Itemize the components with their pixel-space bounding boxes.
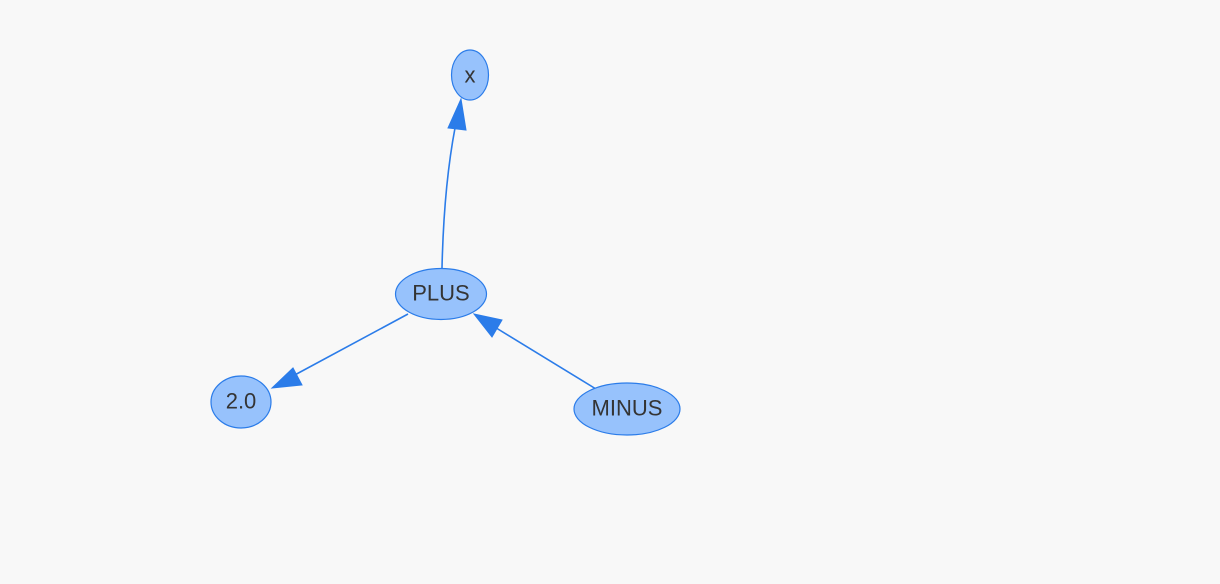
node-plus[interactable]: PLUS	[394, 267, 488, 321]
arrow-head-icon	[270, 367, 303, 389]
node-x[interactable]: x	[450, 49, 490, 101]
edge-line	[290, 313, 409, 378]
nodes-layer: x PLUS 2.0 MINUS	[210, 49, 681, 436]
edges-layer	[270, 97, 597, 390]
node-minus-shape[interactable]	[573, 382, 681, 436]
arrow-head-icon	[447, 97, 467, 131]
edge-line	[441, 117, 458, 269]
edge-plus-to-two[interactable]	[270, 313, 409, 389]
arrow-head-icon	[472, 313, 503, 338]
node-plus-shape[interactable]	[394, 267, 488, 321]
node-x-shape[interactable]	[450, 49, 490, 101]
node-two-shape[interactable]	[210, 375, 272, 429]
node-minus[interactable]: MINUS	[573, 382, 681, 436]
node-two[interactable]: 2.0	[210, 375, 272, 429]
edge-line	[492, 325, 597, 390]
edge-minus-to-plus[interactable]	[472, 313, 597, 390]
edge-plus-to-x[interactable]	[441, 97, 467, 269]
